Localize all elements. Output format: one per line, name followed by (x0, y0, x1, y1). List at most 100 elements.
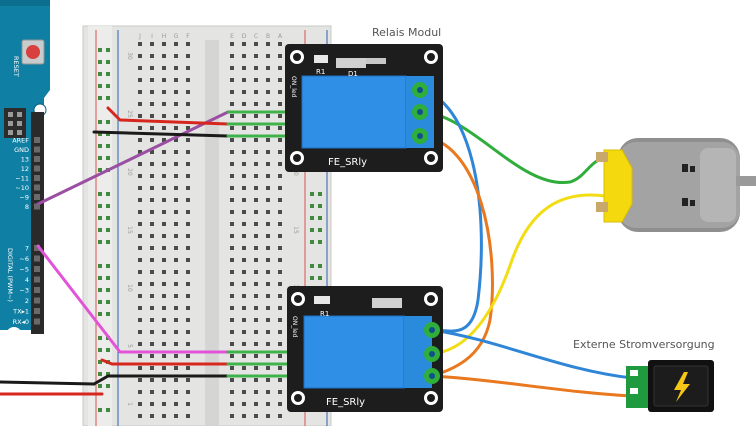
arduino-pin-socket[interactable] (34, 194, 40, 200)
breadboard-hole[interactable] (186, 90, 190, 94)
arduino-pin-socket[interactable] (34, 287, 40, 293)
breadboard-hole[interactable] (278, 390, 282, 394)
breadboard-hole[interactable] (186, 126, 190, 130)
breadboard-hole[interactable] (278, 42, 282, 46)
breadboard-hole[interactable] (150, 378, 154, 382)
relay-module-bottom[interactable]: R1 ON_led FE_SRly (287, 286, 443, 412)
breadboard-hole[interactable] (138, 222, 142, 226)
breadboard-hole[interactable] (162, 90, 166, 94)
breadboard-hole[interactable] (162, 150, 166, 154)
breadboard-hole[interactable] (278, 66, 282, 70)
breadboard-hole[interactable] (162, 414, 166, 418)
breadboard-hole[interactable] (266, 174, 270, 178)
rail-hole[interactable] (98, 96, 102, 100)
breadboard-hole[interactable] (162, 114, 166, 118)
breadboard-hole[interactable] (278, 354, 282, 358)
breadboard-hole[interactable] (242, 78, 246, 82)
rail-hole[interactable] (106, 300, 110, 304)
breadboard-hole[interactable] (254, 90, 258, 94)
breadboard-hole[interactable] (242, 414, 246, 418)
breadboard-hole[interactable] (174, 342, 178, 346)
breadboard-hole[interactable] (242, 354, 246, 358)
breadboard-hole[interactable] (174, 186, 178, 190)
rail-hole[interactable] (318, 264, 322, 268)
breadboard-hole[interactable] (242, 366, 246, 370)
breadboard-hole[interactable] (254, 150, 258, 154)
rail-hole[interactable] (98, 288, 102, 292)
breadboard-hole[interactable] (162, 330, 166, 334)
breadboard-hole[interactable] (230, 126, 234, 130)
breadboard-hole[interactable] (230, 306, 234, 310)
breadboard-hole[interactable] (242, 114, 246, 118)
rail-hole[interactable] (310, 276, 314, 280)
breadboard-hole[interactable] (186, 174, 190, 178)
rail-hole[interactable] (98, 132, 102, 136)
rail-hole[interactable] (98, 60, 102, 64)
breadboard-hole[interactable] (150, 366, 154, 370)
breadboard-hole[interactable] (186, 186, 190, 190)
breadboard-hole[interactable] (138, 390, 142, 394)
breadboard-hole[interactable] (266, 270, 270, 274)
breadboard-hole[interactable] (138, 366, 142, 370)
breadboard-hole[interactable] (162, 174, 166, 178)
rail-hole[interactable] (318, 204, 322, 208)
breadboard-hole[interactable] (242, 342, 246, 346)
breadboard-hole[interactable] (174, 330, 178, 334)
breadboard-hole[interactable] (254, 198, 258, 202)
breadboard-hole[interactable] (254, 282, 258, 286)
breadboard-hole[interactable] (278, 414, 282, 418)
barrel-jack[interactable] (626, 360, 714, 412)
breadboard-hole[interactable] (266, 102, 270, 106)
breadboard-hole[interactable] (242, 390, 246, 394)
rail-hole[interactable] (98, 348, 102, 352)
rail-hole[interactable] (106, 408, 110, 412)
breadboard-hole[interactable] (266, 378, 270, 382)
breadboard-hole[interactable] (186, 66, 190, 70)
breadboard-hole[interactable] (162, 390, 166, 394)
breadboard-hole[interactable] (150, 54, 154, 58)
breadboard-hole[interactable] (230, 390, 234, 394)
breadboard-hole[interactable] (150, 186, 154, 190)
breadboard-hole[interactable] (254, 246, 258, 250)
rail-hole[interactable] (310, 228, 314, 232)
breadboard-hole[interactable] (278, 162, 282, 166)
breadboard-hole[interactable] (254, 210, 258, 214)
breadboard-hole[interactable] (230, 114, 234, 118)
dc-motor[interactable] (596, 138, 756, 232)
rail-hole[interactable] (106, 72, 110, 76)
breadboard-hole[interactable] (278, 366, 282, 370)
breadboard-hole[interactable] (266, 66, 270, 70)
breadboard-hole[interactable] (266, 210, 270, 214)
arduino-pin-socket[interactable] (34, 308, 40, 314)
rail-hole[interactable] (318, 228, 322, 232)
breadboard-hole[interactable] (162, 66, 166, 70)
breadboard-hole[interactable] (162, 234, 166, 238)
breadboard-hole[interactable] (242, 150, 246, 154)
breadboard-hole[interactable] (174, 282, 178, 286)
breadboard-hole[interactable] (186, 210, 190, 214)
breadboard-hole[interactable] (242, 174, 246, 178)
breadboard-hole[interactable] (174, 54, 178, 58)
breadboard-hole[interactable] (138, 234, 142, 238)
breadboard-hole[interactable] (230, 294, 234, 298)
breadboard-hole[interactable] (254, 330, 258, 334)
breadboard-hole[interactable] (174, 390, 178, 394)
arduino-pin-socket[interactable] (34, 297, 40, 304)
breadboard-hole[interactable] (266, 330, 270, 334)
breadboard-hole[interactable] (266, 114, 270, 118)
relay-module-top[interactable]: R1 D1 ON_led FE_SRly (285, 44, 443, 172)
breadboard-hole[interactable] (150, 402, 154, 406)
rail-hole[interactable] (98, 264, 102, 268)
breadboard-hole[interactable] (186, 354, 190, 358)
breadboard-hole[interactable] (230, 414, 234, 418)
breadboard-hole[interactable] (242, 234, 246, 238)
rail-hole[interactable] (106, 228, 110, 232)
breadboard-hole[interactable] (230, 246, 234, 250)
breadboard-hole[interactable] (138, 78, 142, 82)
breadboard-hole[interactable] (162, 210, 166, 214)
breadboard-hole[interactable] (174, 402, 178, 406)
breadboard-hole[interactable] (230, 42, 234, 46)
breadboard-hole[interactable] (230, 78, 234, 82)
breadboard-holes[interactable] (138, 42, 282, 418)
arduino-pin-socket[interactable] (34, 266, 40, 272)
